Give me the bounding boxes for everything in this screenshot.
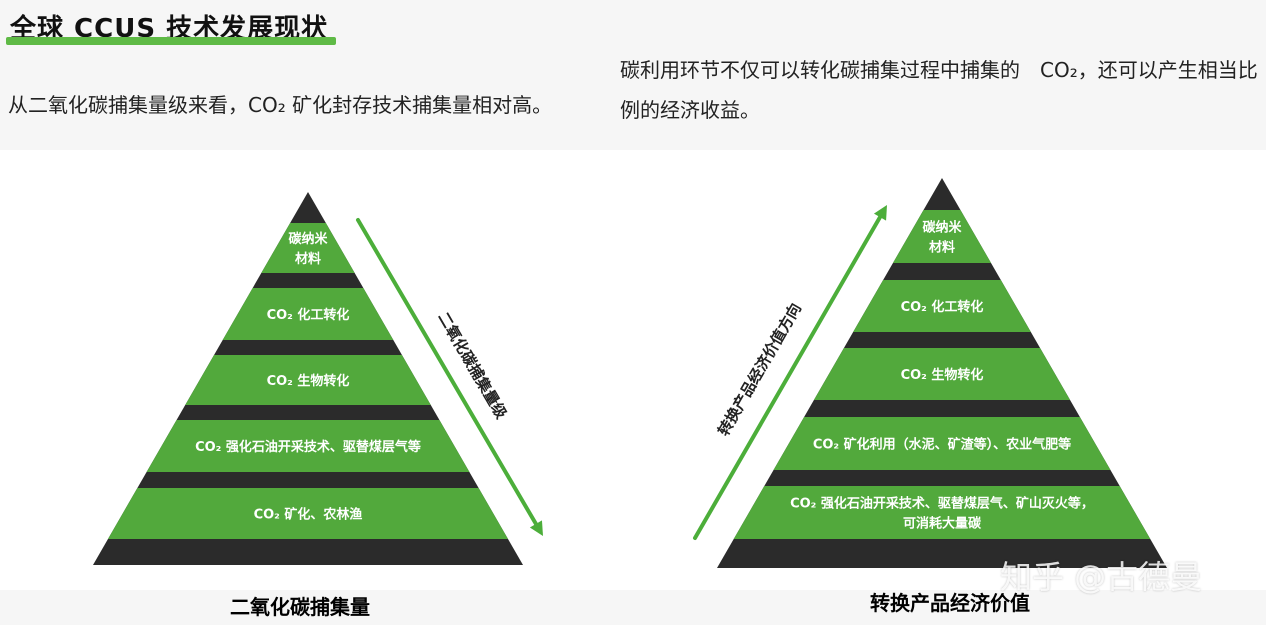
left-pyramid-caption: 二氧化碳捕集量 bbox=[230, 595, 370, 619]
watermark: 知乎 @古德曼 bbox=[1000, 558, 1203, 596]
right-pyramid-tier-3 bbox=[813, 348, 1071, 400]
left-pyramid-tier-3-label: CO₂ 生物转化 bbox=[267, 373, 350, 389]
left-pyramid-tier-2 bbox=[222, 288, 394, 340]
right-description: 碳利用环节不仅可以转化碳捕集过程中捕集的 CO₂，还可以产生相当比例的经济收益。 bbox=[620, 58, 1258, 122]
pyramid-diagram-area: 碳纳米材料 CO₂ 化工转化 CO₂ 生物转化 CO₂ 强化石油开采技术、驱替煤层气等… bbox=[0, 150, 1266, 590]
right-pyramid-tier-5-label: CO₂ 强化石油开采技术、驱替煤层气、矿山灭火等， bbox=[790, 496, 1094, 512]
right-pyramid-tier-4 bbox=[773, 417, 1111, 470]
left-direction-arrow-line bbox=[356, 218, 538, 526]
left-pyramid-tier-4 bbox=[146, 420, 470, 472]
right-pyramid-tier-3-label: CO₂ 生物转化 bbox=[901, 367, 984, 383]
right-pyramid-tier-1-label: 材料 bbox=[929, 240, 955, 256]
left-pyramid-tier-1-label: 材料 bbox=[295, 251, 321, 267]
right-direction-arrow-head bbox=[873, 205, 887, 221]
title-underline bbox=[6, 37, 336, 45]
left-pyramid-tier-1 bbox=[261, 223, 355, 273]
right-pyramid-tier-5-label: 可消耗大量碳 bbox=[903, 516, 982, 532]
left-pyramid-tier-2-label: CO₂ 化工转化 bbox=[267, 307, 350, 323]
left-pyramid-tier-5-label: CO₂ 矿化、农林渔 bbox=[254, 507, 363, 523]
left-pyramid-tier-4-label: CO₂ 强化石油开采技术、驱替煤层气等 bbox=[195, 439, 421, 455]
left-pyramid-tier-1-label: 碳纳米 bbox=[288, 231, 328, 247]
right-pyramid-tier-2-label: CO₂ 化工转化 bbox=[901, 299, 984, 315]
right-pyramid-tier-2 bbox=[853, 280, 1031, 332]
left-description: 从二氧化碳捕集量级来看，CO₂ 矿化封存技术捕集量相对高。 bbox=[8, 93, 553, 117]
left-pyramid-tier-5 bbox=[107, 488, 509, 539]
right-pyramid-tier-5 bbox=[733, 486, 1151, 539]
left-pyramid-tier-3 bbox=[185, 355, 431, 405]
right-pyramid-tier-4-label: CO₂ 矿化利用（水泥、矿渣等）、农业气肥等 bbox=[813, 437, 1071, 453]
left-direction-arrow-head bbox=[529, 520, 543, 536]
right-pyramid-caption: 转换产品经济价值 bbox=[870, 591, 1030, 615]
right-direction-arrow-line bbox=[693, 215, 883, 540]
right-pyramid-tier-1 bbox=[892, 210, 992, 263]
left-direction-arrow-label: 二氧化碳捕集量级 bbox=[434, 309, 511, 423]
right-pyramid-tier-1-label: 碳纳米 bbox=[922, 220, 962, 236]
